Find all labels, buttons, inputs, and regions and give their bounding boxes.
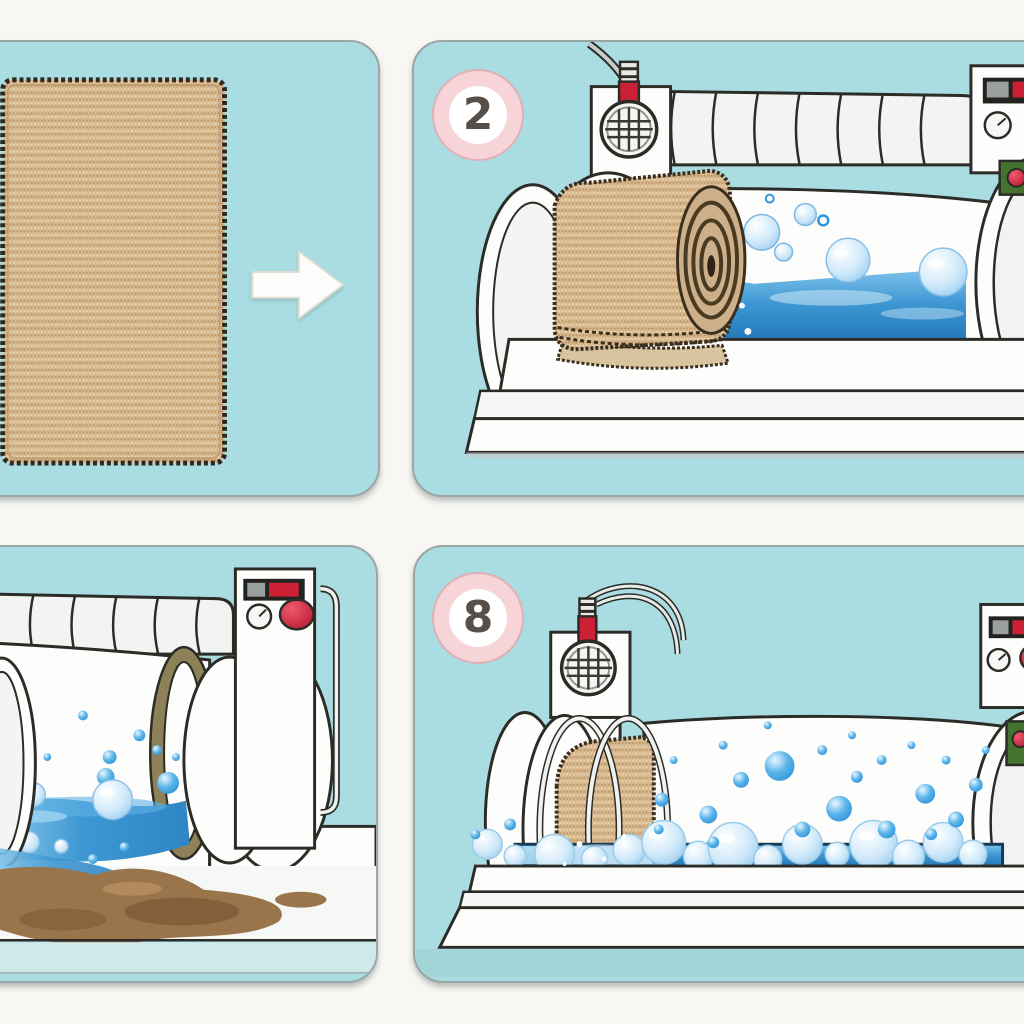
- suds-froth: [471, 819, 988, 875]
- red-button: [278, 598, 315, 631]
- base-band: [415, 949, 1024, 978]
- washer-scene-suds: [415, 583, 1024, 978]
- panel-carpet: [0, 40, 380, 497]
- bubbles: [743, 193, 968, 297]
- carpet: [0, 77, 227, 466]
- machine-base: [415, 864, 1024, 978]
- suds-bubbles: [470, 721, 990, 849]
- step-badge-core: 2: [449, 86, 507, 144]
- carpet-scene: [0, 77, 345, 466]
- arrow-right-icon: [251, 250, 345, 320]
- vent-grille-unit: [586, 42, 673, 190]
- control-console: [979, 602, 1024, 767]
- step-badge-core: 8: [449, 589, 507, 647]
- gauge-icon: [983, 111, 1012, 140]
- step-number: 8: [462, 592, 494, 643]
- bubbles: [3, 710, 180, 865]
- sparkles: [562, 833, 627, 867]
- floor-band: [0, 942, 376, 974]
- control-console: [233, 567, 340, 850]
- sparkles: [738, 302, 755, 382]
- control-console: [969, 64, 1024, 175]
- vent-grille-unit: [549, 583, 687, 763]
- ribbed-hose: [649, 90, 985, 167]
- panel-drain-water: [0, 545, 378, 983]
- mud-puddle: [0, 866, 327, 946]
- machine-base: [464, 337, 1024, 459]
- panel-suds-cycle: 8: [413, 545, 1024, 983]
- ribbed-hose: [0, 592, 235, 656]
- step-badge: 8: [432, 572, 524, 664]
- washer-scene-load: [464, 42, 1024, 459]
- rolled-carpet: [552, 168, 747, 370]
- washer-scene-drain: [0, 567, 376, 974]
- panel-load-wash: 2: [412, 40, 1024, 497]
- step-badge: 2: [432, 69, 524, 161]
- plug-connector: [618, 60, 640, 85]
- step-number: 2: [462, 89, 494, 140]
- gauge-icon: [986, 647, 1011, 673]
- red-button: [1019, 647, 1024, 669]
